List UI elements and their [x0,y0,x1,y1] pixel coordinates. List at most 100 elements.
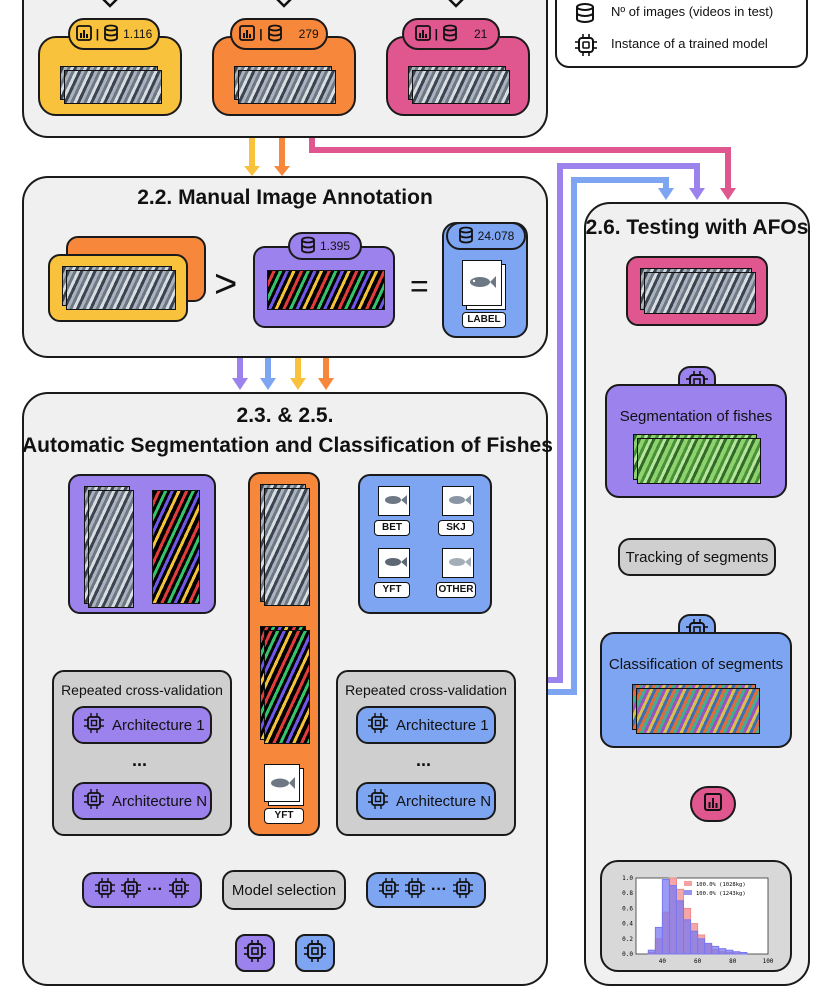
hist-bar [654,926,663,955]
database-icon [300,236,316,257]
right-architecture-n: Architecture N [356,782,496,820]
chip-icon [84,713,104,737]
chip-icon [405,877,425,903]
legend-swatch [684,890,692,895]
y-tick-label: 0.4 [622,921,633,928]
histogram-chart: 1.0 0.8 0.6 0.4 0.2 0.0 40 60 80 100 100.0% (1028k… [622,875,774,965]
x-tick-label: 40 [659,958,667,965]
classification-data-box: BET SKJ YFT OTHER [358,474,492,614]
testing-title: 2.6. Testing with AFOs [585,216,809,239]
chart-icon [704,792,722,816]
x-tick-label: 100 [763,958,774,965]
test-set-column: YFT [248,472,320,836]
chart-icon [75,24,92,44]
segmentation-title-line1: 2.3. & 2.5. [236,404,334,427]
annotated-count: 1.395 [319,239,351,253]
selected-seg-model [235,934,275,972]
hist-bar [668,885,677,955]
train-count-badge: | 1.116 [68,18,160,50]
chip-icon [575,34,597,61]
chip-icon [84,789,104,813]
legend-label: 100.0% (1028kg) [696,882,746,888]
left-cv-title: Repeated cross-validation [61,682,223,698]
segmentation-title-line2: Automatic Segmentation and Classificatio… [22,434,553,457]
equals-sign: = [410,268,429,304]
left-architecture-1: Architecture 1 [72,706,212,744]
label-tag: LABEL [462,312,506,328]
annotation-source-yellow [48,254,188,322]
labels-count-badge: 24.078 [446,222,526,250]
fish-icon [268,774,296,797]
histogram-box: 1.0 0.8 0.6 0.4 0.2 0.0 40 60 80 100 100.0% (1028k… [600,860,792,972]
train-count: 1.116 [123,27,153,41]
test-count-badge: | 21 [402,18,500,50]
y-tick-label: 0.2 [622,936,633,943]
y-tick-label: 1.0 [622,875,633,882]
right-model-pool: ··· [366,872,486,908]
annotated-count-badge: 1.395 [288,232,362,260]
stats-chart-badge [690,786,736,822]
database-icon [267,24,283,45]
chip-icon [244,939,266,967]
database-icon [458,226,474,247]
annotation-title: 2.2. Manual Image Annotation [137,186,433,209]
segmentation-data-box [68,474,216,614]
chip-icon [368,713,388,737]
right-arch-dots: ... [416,750,432,770]
chip-icon [121,877,141,903]
hist-bar [675,900,685,955]
chip-icon [95,877,115,903]
fish-icon [382,554,408,575]
selected-class-model [295,934,335,972]
right-architecture-1: Architecture 1 [356,706,496,744]
classification-step-box: Classification of segments [600,632,792,748]
left-arch-dots: ... [132,750,148,770]
hist-bar [725,949,734,955]
chip-icon [452,877,473,903]
hist-bar [704,942,713,955]
x-tick-label: 60 [694,958,702,965]
hist-bar [647,949,656,955]
segmentation-step-label: Segmentation of fishes [619,408,773,425]
hist-bar [661,879,670,955]
segmentation-step-box: Segmentation of fishes [605,384,787,498]
center-yft-tag: YFT [264,808,304,824]
legend-label: 100.0% (1243kg) [696,891,746,897]
test-count: 21 [474,27,488,41]
y-tick-label: 0.8 [622,890,633,897]
chip-icon [168,877,189,903]
classification-step-label: Classification of segments [608,656,784,673]
tracking-step-box: Tracking of segments [618,538,776,576]
legend-model-label: Instance of a trained model [611,36,768,51]
fish-icon [446,492,472,513]
class-tag-yft: YFT [374,582,410,598]
hist-bar [683,919,692,955]
y-tick-label: 0.0 [622,951,633,958]
left-architecture-n: Architecture N [72,782,212,820]
chip-icon [368,789,388,813]
y-tick-label: 0.6 [622,905,633,912]
hist-bar [697,938,706,955]
class-tag-bet: BET [374,520,410,536]
labels-count: 24.078 [477,229,515,243]
chip-icon [304,939,326,967]
top-chevrons [102,0,464,8]
testing-panel [584,202,810,986]
hist-bar [732,951,741,955]
fish-icon [466,272,496,297]
validation-count-badge: | 279 [230,18,328,50]
legend-images-label: Nº of images (videos in test) [611,4,774,19]
validation-images-box [212,36,356,116]
legend-swatch [684,881,692,886]
x-tick-label: 80 [729,958,737,965]
afo-video-box [626,256,768,326]
hist-bar [739,951,748,955]
class-tag-other: OTHER [436,582,476,598]
fish-icon [382,492,408,513]
database-icon [103,24,119,45]
right-cv-title: Repeated cross-validation [345,682,507,698]
validation-count: 279 [298,27,319,41]
greater-sign: > [214,262,238,306]
hist-bar [718,948,727,955]
chip-icon [379,877,399,903]
